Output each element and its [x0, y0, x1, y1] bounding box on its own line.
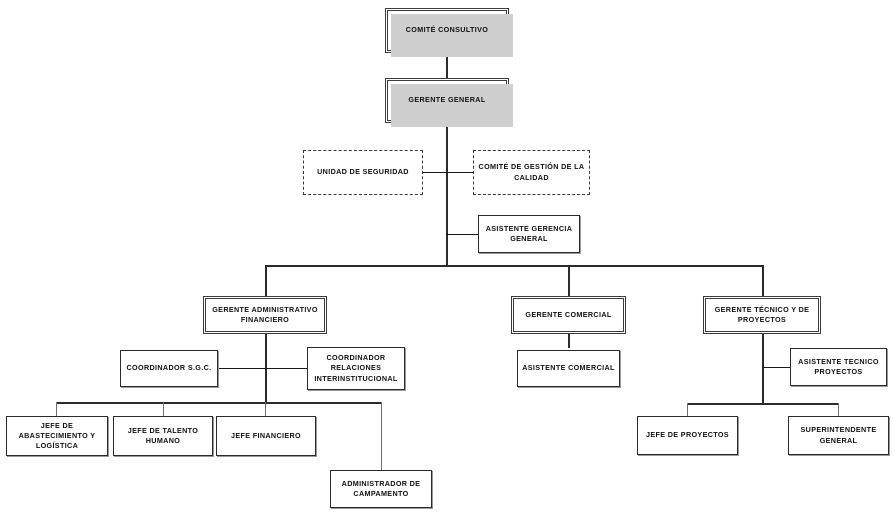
connector-comite-calidad [446, 172, 474, 173]
node-jefe-talento-humano[interactable]: JEFE DE TALENTO HUMANO [113, 416, 213, 456]
connector-jefes-bar [56, 402, 381, 404]
node-coordinador-relaciones-interinstitucional[interactable]: COORDINADOR RELACIONES INTERINSTITUCIONA… [307, 347, 405, 390]
node-label: JEFE DE ABASTECIMIENTO Y LOGÍSTICA [18, 420, 96, 451]
node-label: JEFE DE PROYECTOS [646, 430, 729, 440]
node-gerente-comercial[interactable]: GERENTE COMERCIAL [511, 296, 626, 334]
node-label: COMITÉ DE GESTIÓN DE LA CALIDAD [478, 162, 585, 182]
connector-drop-talento [163, 402, 164, 416]
connector-level2-bar [265, 265, 763, 267]
connector-coordinador-sgc [218, 368, 266, 369]
node-label: ASISTENTE COMERCIAL [522, 363, 615, 373]
node-label: ADMINISTRADOR DE CAMPAMENTO [341, 478, 421, 498]
connector-comercial-trunk [568, 334, 570, 348]
node-label: JEFE FINANCIERO [231, 430, 301, 440]
connector-asistente-gerencia [446, 234, 479, 235]
node-jefe-proyectos[interactable]: JEFE DE PROYECTOS [637, 416, 738, 455]
connector-drop-jefe-proyectos [687, 403, 688, 416]
node-label: GERENTE TÉCNICO Y DE PROYECTOS [714, 304, 810, 324]
node-label: GERENTE ADMINISTRATIVO FINANCIERO [212, 304, 318, 324]
connector-drop-financiero [265, 402, 266, 416]
node-asistente-gerencia-general[interactable]: ASISTENTE GERENCIA GENERAL [478, 215, 580, 253]
node-coordinador-sgc[interactable]: COORDINADOR S.G.C. [120, 350, 218, 387]
connector-consultivo-gerente [446, 53, 448, 78]
connector-drop-admin [265, 265, 267, 296]
node-label: UNIDAD DE SEGURIDAD [317, 167, 409, 177]
connector-drop-superintendente [838, 403, 839, 416]
node-gerente-general[interactable]: GERENTE GENERAL [385, 78, 513, 127]
node-asistente-comercial[interactable]: ASISTENTE COMERCIAL [517, 350, 620, 387]
node-comite-gestion-calidad[interactable]: COMITÉ DE GESTIÓN DE LA CALIDAD [473, 150, 590, 195]
node-unidad-seguridad[interactable]: UNIDAD DE SEGURIDAD [303, 150, 423, 195]
connector-gerente-trunk [446, 123, 448, 266]
node-label: COORDINADOR S.G.C. [126, 363, 212, 373]
connector-drop-tecnico [762, 265, 764, 296]
node-label: JEFE DE TALENTO HUMANO [127, 425, 199, 445]
node-label: ASISTENTE TECNICO PROYECTOS [798, 356, 879, 376]
node-jefe-abastecimiento-logistica[interactable]: JEFE DE ABASTECIMIENTO Y LOGÍSTICA [6, 416, 108, 456]
connector-unidad-seguridad [422, 172, 447, 173]
connector-drop-comercial [568, 265, 570, 296]
node-jefe-financiero[interactable]: JEFE FINANCIERO [216, 416, 316, 456]
node-label: GERENTE GENERAL [408, 95, 486, 105]
node-label: ASISTENTE GERENCIA GENERAL [485, 223, 573, 243]
node-label: GERENTE COMERCIAL [525, 309, 612, 319]
connector-tecnico-trunk [762, 334, 764, 404]
node-label: SUPERINTENDENTE GENERAL [800, 425, 877, 445]
node-gerente-administrativo-financiero[interactable]: GERENTE ADMINISTRATIVO FINANCIERO [203, 296, 327, 334]
connector-drop-abastecimiento [56, 402, 57, 416]
node-asistente-tecnico-proyectos[interactable]: ASISTENTE TECNICO PROYECTOS [790, 348, 887, 386]
connector-asistente-tecnico [762, 367, 790, 368]
connector-tecnico-bar [687, 403, 839, 405]
connector-admin-trunk [265, 334, 267, 404]
connector-coordinador-relaciones [265, 368, 307, 369]
node-gerente-tecnico-proyectos[interactable]: GERENTE TÉCNICO Y DE PROYECTOS [703, 296, 821, 334]
node-label: COORDINADOR RELACIONES INTERINSTITUCIONA… [314, 353, 398, 383]
node-label: COMITÉ CONSULTIVO [405, 25, 489, 35]
connector-drop-campamento [381, 402, 382, 470]
node-comite-consultivo[interactable]: COMITÉ CONSULTIVO [385, 8, 513, 57]
node-administrador-campamento[interactable]: ADMINISTRADOR DE CAMPAMENTO [330, 470, 432, 508]
node-superintendente-general[interactable]: SUPERINTENDENTE GENERAL [788, 416, 889, 455]
